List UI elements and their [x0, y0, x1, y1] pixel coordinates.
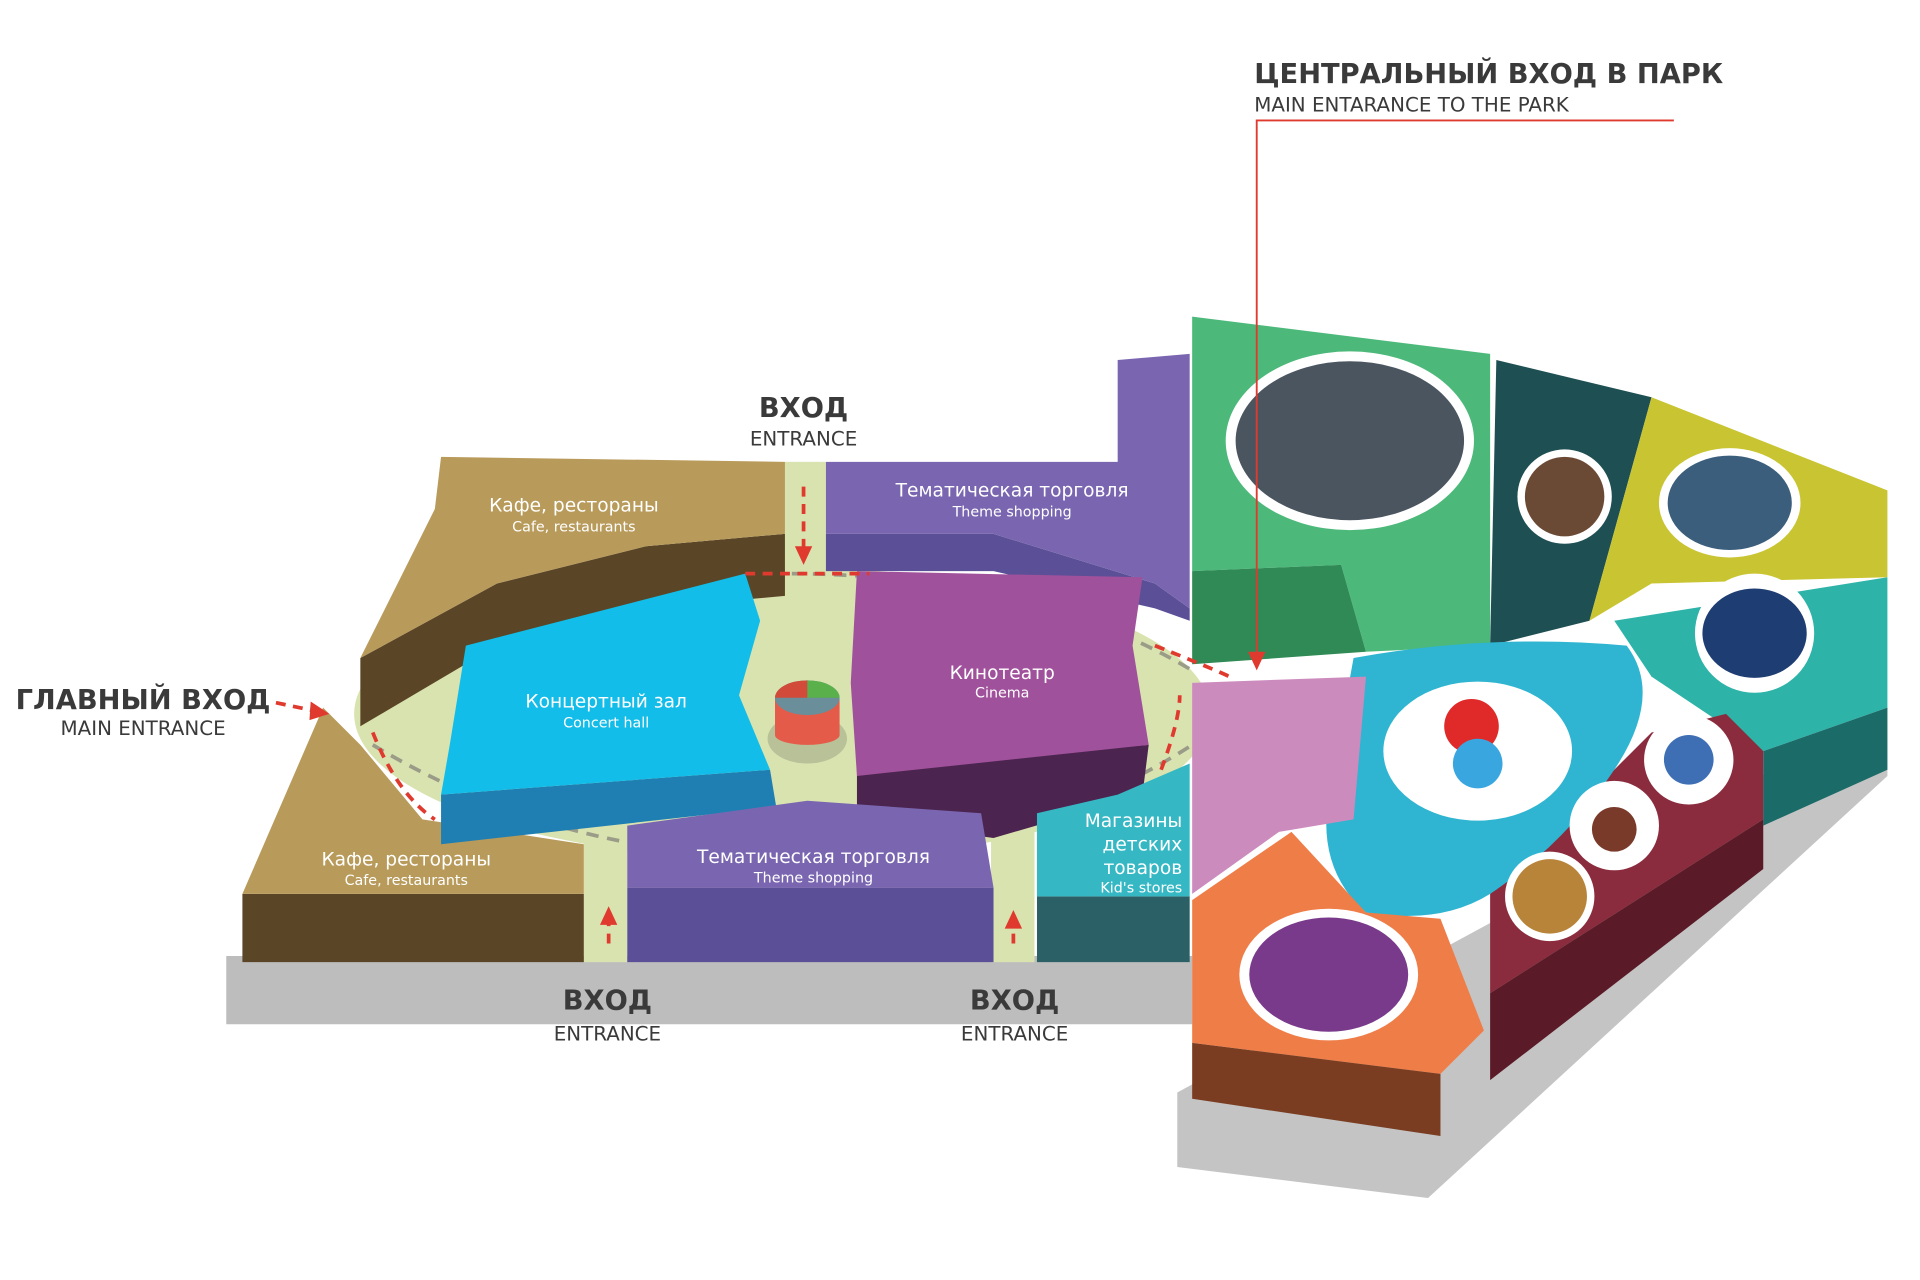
zone-theme-top[interactable] [825, 353, 1190, 609]
park-pink[interactable] [1192, 676, 1366, 894]
zone-cinema[interactable] [850, 571, 1149, 776]
cafe-bottom-sublabel: Cafe, restaurants [345, 873, 468, 889]
theme-bottom-label: Тематическая торговля [696, 847, 930, 868]
cafe-top-label: Кафе, рестораны [489, 496, 659, 517]
kiosk-slice-green [807, 680, 840, 698]
girl2-picture [1512, 859, 1587, 934]
kids-sublabel: Kid's stores [1100, 881, 1182, 897]
entrance-bottom-right-title: ВХОД [970, 985, 1059, 1016]
route-main [275, 700, 318, 714]
top-corridor [784, 461, 826, 611]
entrance-bottom-right-subtitle: ENTRANCE [961, 1022, 1068, 1045]
zone-cafe-bottom-side [242, 893, 584, 963]
zone-cafe-top-side [360, 533, 785, 727]
kids-label-1: Магазины [1085, 811, 1183, 832]
cafe-bottom-label: Кафе, рестораны [321, 849, 491, 870]
base-slab-left [226, 955, 1193, 1025]
vampire-picture [1667, 455, 1792, 550]
concert-sublabel: Concert hall [563, 716, 649, 732]
croc-picture [1591, 806, 1637, 852]
concert-label: Концертный зал [525, 692, 687, 713]
main-entrance-title: ГЛАВНЫЙ ВХОД [16, 684, 271, 716]
dinosaur-picture [1235, 361, 1465, 521]
cat-picture [1663, 734, 1714, 785]
cinema-sublabel: Cinema [975, 686, 1029, 702]
girl-picture [1524, 456, 1605, 537]
entrance-bottom-left-subtitle: ENTRANCE [554, 1022, 661, 1045]
park-teal-side [1763, 707, 1888, 826]
bottom-left-corridor [583, 831, 628, 963]
park-dark-red-side [1490, 819, 1764, 1081]
park-green-lower [1192, 564, 1366, 665]
main-entrance-subtitle: MAIN ENTRANCE [61, 717, 226, 740]
turtles-picture [1249, 917, 1409, 1032]
arrow-central [1248, 651, 1266, 671]
arrow-main [309, 701, 330, 721]
kids-label-3: товаров [1103, 858, 1182, 879]
arrow-top [794, 546, 813, 565]
central-entrance-line [1255, 119, 1674, 659]
zone-concert-hall[interactable] [441, 573, 771, 795]
central-entrance-subtitle: MAIN ENTARANCE TO THE PARK [1254, 94, 1570, 117]
kids-label-2: детских [1102, 834, 1182, 855]
alien-picture [1702, 588, 1807, 678]
route-loop [371, 571, 1231, 821]
theme-top-sublabel: Theme shopping [952, 504, 1072, 520]
central-entrance-title: ЦЕНТРАЛЬНЫЙ ВХОД В ПАРК [1254, 58, 1723, 90]
entrance-top-subtitle: ENTRANCE [750, 428, 857, 451]
zone-theme-top-side [825, 533, 1190, 621]
zone-kids-side [1036, 896, 1190, 963]
theme-top-label: Тематическая торговля [895, 481, 1129, 502]
zone-cafe-top[interactable] [360, 456, 785, 659]
park-orange-side [1192, 1042, 1441, 1136]
entrance-bottom-left-title: ВХОД [563, 985, 652, 1016]
zone-cafe-bottom[interactable] [242, 707, 584, 894]
cinema-label: Кинотеатр [950, 663, 1055, 684]
zone-kids-stores[interactable] [1036, 763, 1190, 897]
theme-bottom-sublabel: Theme shopping [753, 871, 873, 887]
smurf-face [1452, 738, 1503, 789]
zone-concert-side [441, 769, 777, 845]
zone-theme-bottom-side [627, 887, 994, 963]
route-right [1159, 695, 1182, 771]
kiosk-bottom [775, 725, 840, 745]
kiosk-slice-red [775, 680, 808, 698]
cafe-top-sublabel: Cafe, restaurants [512, 519, 635, 535]
entrance-top-title: ВХОД [759, 393, 848, 424]
zone-theme-bottom[interactable] [627, 800, 994, 888]
arrow-bottom-left [599, 906, 618, 925]
arrow-bottom-right [1004, 910, 1023, 929]
